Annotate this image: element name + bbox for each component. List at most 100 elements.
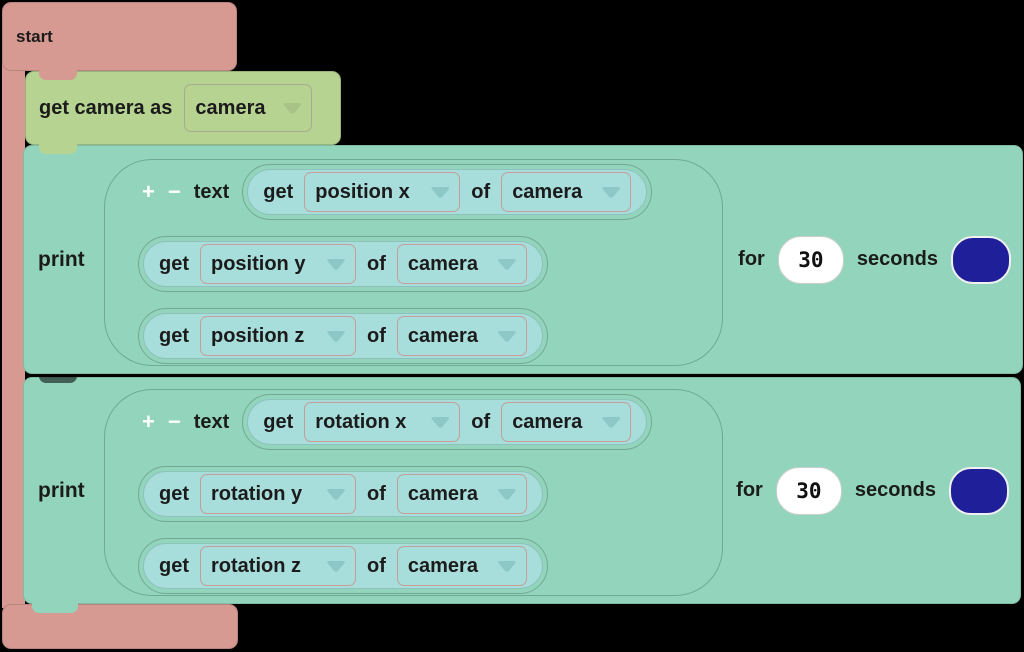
input-socket: get position y of camera (138, 236, 548, 292)
print-label: print (38, 478, 85, 502)
input-socket: get rotation x of camera (242, 394, 653, 450)
join-row: get position z of camera (138, 308, 722, 364)
of-label: of (367, 252, 386, 275)
dropdown-arrow-icon (602, 416, 621, 428)
add-input-button[interactable]: + (142, 179, 155, 204)
get-camera-block[interactable]: get camera as camera (25, 71, 341, 145)
object-value: camera (407, 324, 478, 347)
for-label: for (738, 248, 765, 270)
dropdown-arrow-icon (283, 102, 302, 114)
property-dropdown[interactable]: position z (200, 316, 356, 356)
get-camera-label: get camera as (39, 96, 173, 119)
dropdown-arrow-icon (431, 416, 450, 428)
getcamera-to-print-notch (39, 144, 77, 154)
object-value: camera (407, 554, 478, 577)
property-dropdown[interactable]: rotation z (200, 546, 356, 586)
get-property-reporter[interactable]: get position y of camera (143, 241, 543, 287)
property-dropdown[interactable]: position x (304, 172, 461, 212)
print-label: print (38, 247, 85, 271)
join-row: get rotation y of camera (138, 466, 722, 522)
get-property-reporter[interactable]: get rotation y of camera (143, 471, 543, 517)
dropdown-arrow-icon (497, 258, 516, 270)
dropdown-arrow-icon (327, 330, 345, 342)
object-value: camera (512, 180, 583, 203)
dropdown-arrow-icon (327, 488, 345, 500)
start-to-getcamera-notch (39, 70, 77, 80)
property-dropdown[interactable]: position y (200, 244, 356, 284)
object-value: camera (512, 410, 583, 433)
object-value: camera (407, 252, 478, 275)
object-dropdown[interactable]: camera (501, 172, 632, 212)
join-row: + − text get position x of camera (142, 164, 722, 220)
dropdown-arrow-icon (431, 186, 450, 198)
input-socket: get rotation z of camera (138, 538, 548, 594)
dropdown-arrow-icon (497, 488, 516, 500)
property-value: rotation y (211, 482, 303, 505)
for-label: for (736, 479, 763, 501)
start-block[interactable]: start (2, 2, 237, 71)
print-block-position[interactable]: print + − text get position x of camera (23, 145, 1023, 374)
get-label: get (159, 482, 189, 505)
property-value: position z (211, 324, 305, 347)
property-value: position x (315, 180, 410, 203)
object-value: camera (407, 482, 478, 505)
print-duration-group: for 30 seconds (736, 466, 1009, 515)
property-value: position y (211, 252, 306, 275)
object-dropdown[interactable]: camera (396, 474, 527, 514)
print-to-print-notch (39, 374, 77, 383)
of-label: of (471, 410, 491, 433)
add-input-button[interactable]: + (142, 409, 155, 434)
join-row: + − text get rotation x of camera (142, 394, 722, 450)
input-socket: get rotation y of camera (138, 466, 548, 522)
get-property-reporter[interactable]: get rotation z of camera (143, 543, 543, 589)
property-dropdown[interactable]: rotation y (200, 474, 356, 514)
join-row: get position y of camera (138, 236, 722, 292)
property-dropdown[interactable]: rotation x (304, 402, 461, 442)
color-picker-chip[interactable] (949, 466, 1009, 515)
get-label: get (159, 324, 189, 347)
text-join-label: text (193, 180, 230, 203)
of-label: of (367, 554, 386, 577)
remove-input-button[interactable]: − (167, 179, 181, 204)
join-row: get rotation z of camera (138, 538, 722, 594)
dropdown-arrow-icon (602, 186, 621, 198)
seconds-label: seconds (854, 479, 936, 501)
dropdown-arrow-icon (327, 258, 345, 270)
get-label: get (159, 554, 189, 577)
of-label: of (471, 180, 491, 203)
dropdown-arrow-icon (497, 330, 516, 342)
duration-field[interactable]: 30 (777, 235, 844, 284)
color-picker-chip[interactable] (951, 235, 1011, 284)
object-dropdown[interactable]: camera (501, 402, 632, 442)
text-join-label: text (193, 410, 230, 433)
get-label: get (159, 252, 189, 275)
of-label: of (367, 482, 386, 505)
duration-field[interactable]: 30 (775, 466, 842, 515)
get-property-reporter[interactable]: get position x of camera (247, 169, 648, 215)
print-block-rotation[interactable]: print + − text get rotation x of camera (23, 377, 1021, 604)
get-label: get (263, 410, 294, 433)
get-property-reporter[interactable]: get position z of camera (143, 313, 543, 359)
get-property-reporter[interactable]: get rotation x of camera (247, 399, 648, 445)
input-socket: get position z of camera (138, 308, 548, 364)
object-dropdown[interactable]: camera (396, 316, 527, 356)
get-label: get (263, 180, 294, 203)
start-block-spine[interactable] (2, 58, 25, 608)
start-block-label: start (16, 26, 53, 46)
object-dropdown[interactable]: camera (396, 244, 527, 284)
input-socket: get position x of camera (242, 164, 653, 220)
dropdown-arrow-icon (327, 560, 345, 572)
camera-variable-value: camera (195, 96, 266, 119)
text-join-block[interactable]: + − text get rotation x of camera (104, 389, 723, 596)
print-duration-group: for 30 seconds (738, 235, 1011, 284)
seconds-label: seconds (856, 248, 938, 270)
property-value: rotation z (211, 554, 301, 577)
of-label: of (367, 324, 386, 347)
property-value: rotation x (315, 410, 407, 433)
object-dropdown[interactable]: camera (396, 546, 527, 586)
text-join-block[interactable]: + − text get position x of camera (104, 159, 723, 366)
print-to-footer-notch (32, 603, 78, 613)
dropdown-arrow-icon (497, 560, 516, 572)
camera-variable-dropdown[interactable]: camera (184, 84, 313, 132)
remove-input-button[interactable]: − (167, 409, 181, 434)
